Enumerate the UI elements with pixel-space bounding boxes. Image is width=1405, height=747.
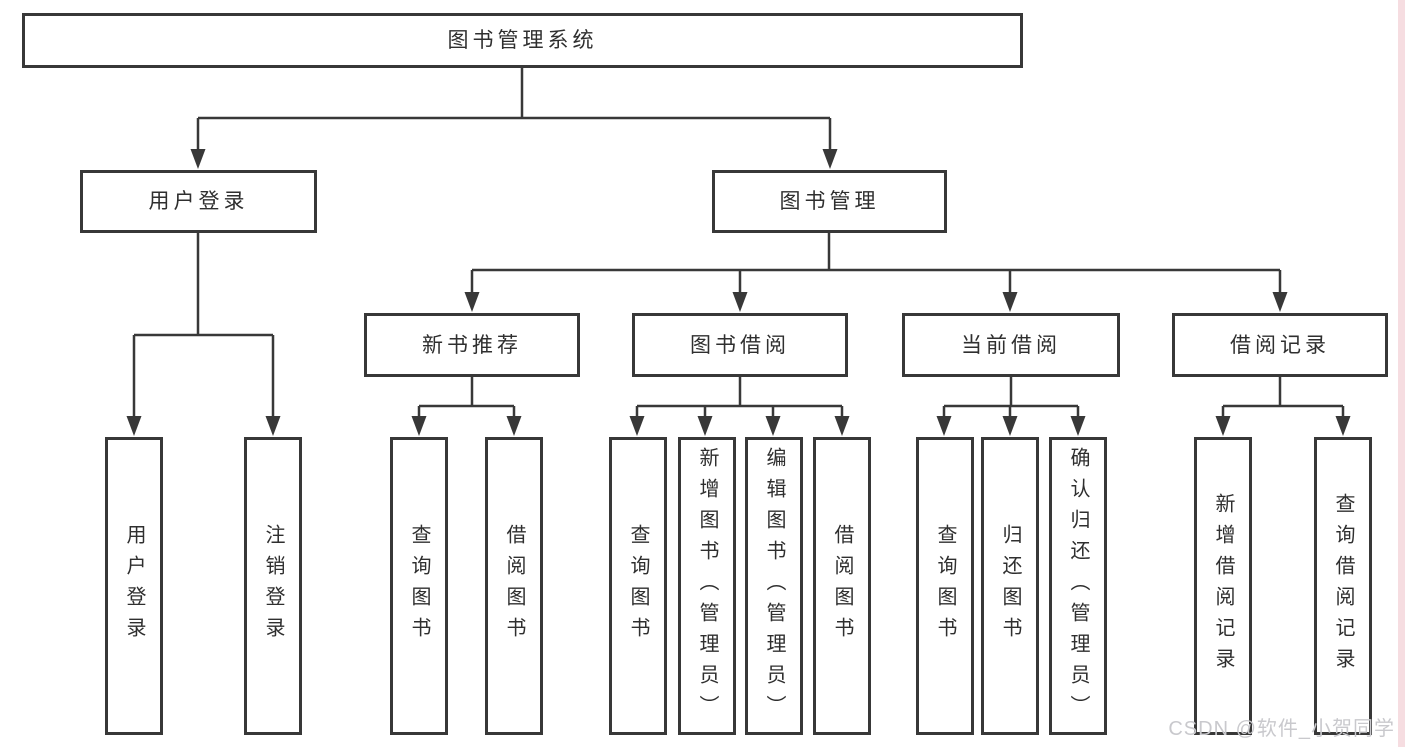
leaf-user-login: 用户登录: [105, 437, 163, 735]
node-label: 新增图书（管理员）: [696, 446, 718, 726]
right-edge-strip: [1398, 0, 1405, 747]
leaf-query-books-current: 查询图书: [916, 437, 974, 735]
node-label: 编辑图书（管理员）: [763, 446, 785, 726]
node-book-borrowing: 图书借阅: [632, 313, 848, 377]
node-new-book-recommend: 新书推荐: [364, 313, 580, 377]
leaf-borrow-books: 借阅图书: [813, 437, 871, 735]
node-label: 查询图书: [934, 524, 956, 648]
leaf-return-books: 归还图书: [981, 437, 1039, 735]
leaf-edit-books-admin: 编辑图书（管理员）: [745, 437, 803, 735]
node-label: 新书推荐: [422, 333, 522, 357]
node-label: 借阅图书: [831, 524, 853, 648]
node-label: 借阅图书: [503, 524, 525, 648]
node-label: 注销登录: [262, 524, 284, 648]
node-label: 查询图书: [408, 524, 430, 648]
node-label: 确认归还（管理员）: [1067, 446, 1089, 726]
node-library-management-system: 图书管理系统: [22, 13, 1023, 68]
node-user-login: 用户登录: [80, 170, 317, 233]
node-label: 借阅记录: [1230, 333, 1330, 357]
node-label: 新增借阅记录: [1212, 493, 1234, 679]
node-label: 查询图书: [627, 524, 649, 648]
leaf-borrow-books-recommend: 借阅图书: [485, 437, 543, 735]
node-label: 图书管理系统: [447, 29, 598, 52]
leaf-query-books-borrowing: 查询图书: [609, 437, 667, 735]
leaf-confirm-return-admin: 确认归还（管理员）: [1049, 437, 1107, 735]
node-current-borrowing: 当前借阅: [902, 313, 1120, 377]
leaf-query-borrow-record: 查询借阅记录: [1314, 437, 1372, 735]
leaf-logout: 注销登录: [244, 437, 302, 735]
node-label: 当前借阅: [961, 333, 1061, 357]
node-borrow-records: 借阅记录: [1172, 313, 1388, 377]
csdn-watermark: CSDN @软件_小贺同学: [1168, 718, 1395, 740]
node-book-management: 图书管理: [712, 170, 947, 233]
leaf-query-books-recommend: 查询图书: [390, 437, 448, 735]
node-label: 用户登录: [148, 190, 249, 213]
leaf-add-books-admin: 新增图书（管理员）: [678, 437, 736, 735]
node-label: 图书借阅: [690, 333, 790, 357]
node-label: 查询借阅记录: [1332, 493, 1354, 679]
node-label: 用户登录: [123, 524, 145, 648]
arrowheads: [126, 149, 1351, 436]
leaf-add-borrow-record: 新增借阅记录: [1194, 437, 1252, 735]
node-label: 图书管理: [779, 190, 880, 213]
node-label: 归还图书: [999, 524, 1021, 648]
